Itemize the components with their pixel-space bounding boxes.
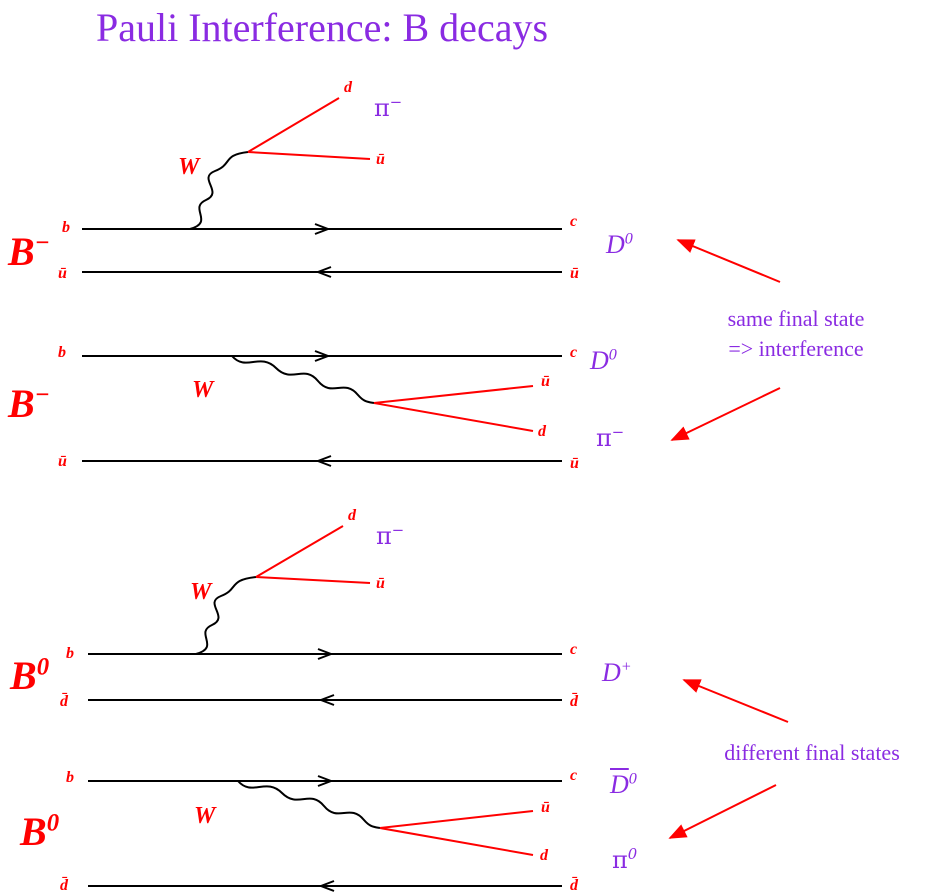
hadron-charge: + [620,658,632,676]
hadron-symbol: D [590,346,609,375]
diagram-2 [82,350,562,467]
fermion-arrow-left [318,694,335,706]
quark-label-dbar-in: d̄ [60,877,68,894]
hadron-symbol: D [606,230,625,259]
meson-label: B− [8,381,50,426]
quark-label-dbar-out: d̄ [570,877,578,894]
quark-label-c: c [570,344,578,361]
emitted-quark-label-d: d [348,507,356,524]
emitted-d-line [379,827,534,856]
fermion-arrow-right [314,223,331,235]
w-boson-label: W [178,154,200,180]
emitted-d-line [247,97,340,153]
diagram-4 [88,775,562,892]
hadron-label-d0: D0 [590,346,617,375]
diagram-3 [88,525,562,706]
hadron-label-pi-minus: π− [376,521,405,550]
pion-symbol: π [612,846,628,874]
fermion-arrow-right [314,350,331,362]
meson-symbol: B [8,381,35,426]
hadron-label-dbar0: D0 [610,770,637,799]
pointer-arrow-pi0 [668,784,777,839]
annotation-different-final-states: different final states [724,740,900,765]
pion-symbol: π [376,522,392,550]
quark-label-b: b [66,769,74,786]
hadron-charge: 0 [624,230,633,248]
pointer-arrow-dplus [682,679,789,723]
hadron-charge: 0 [628,770,637,788]
emitted-ubar-line [373,385,534,404]
hadron-symbol: D [602,658,621,687]
meson-symbol: B [10,653,37,698]
annotation-line-2: => interference [728,336,864,361]
quark-label-b: b [66,645,74,662]
emitted-quark-label-ubar: ū [376,575,385,592]
w-boson-wavy [237,780,381,829]
fermion-arrow-left [315,266,332,278]
emitted-quark-label-ubar: ū [541,373,550,390]
pion-charge: − [611,423,625,441]
meson-charge: 0 [36,653,50,681]
quark-label-ubar-out: ū [570,455,579,472]
hadron-label-dplus: D+ [602,658,632,687]
fermion-arrow-left [318,880,335,892]
hadron-label-d0: D0 [606,230,633,259]
emitted-ubar-line [255,576,371,584]
emitted-quark-label-ubar: ū [541,799,550,816]
pion-charge: 0 [627,845,638,863]
hadron-label-pi0: π0 [612,845,638,874]
fermion-arrow-left [315,455,332,467]
pion-symbol: π [374,94,390,122]
w-boson-label: W [194,803,216,829]
meson-symbol: B [8,229,35,274]
meson-label: B0 [10,653,50,698]
w-boson-label: W [190,579,212,605]
w-boson-wavy [189,151,249,230]
fermion-arrow-right [317,648,334,660]
quark-label-c: c [570,767,578,784]
fermion-arrow-right [317,775,334,787]
meson-label: B− [8,229,50,274]
w-boson-wavy [195,576,257,655]
quark-label-ubar-in: ū [58,265,67,282]
w-boson-label: W [192,377,214,403]
emitted-ubar-line [379,810,534,829]
quark-label-ubar-in: ū [58,453,67,470]
quark-label-dbar-out: d̄ [570,693,578,710]
pion-charge: − [389,93,403,111]
quark-label-c: c [570,213,578,230]
meson-symbol: B [20,809,47,854]
quark-label-b: b [58,344,66,361]
quark-label-dbar-in: d̄ [60,693,68,710]
emitted-quark-label-d: d [540,847,548,864]
pion-charge: − [391,521,405,539]
pion-symbol: π [596,424,612,452]
annotation-line-1: same final state [727,306,865,331]
emitted-d-line [373,402,534,432]
quark-label-ubar-out: ū [570,265,579,282]
meson-charge: 0 [46,809,60,837]
emitted-quark-label-d: d [538,423,546,440]
diagram-1 [82,97,562,278]
page-title: Pauli Interference: B decays [96,5,549,50]
hadron-label-pi-minus: π− [596,423,625,452]
annotation-same-final-state: same final state => interference [686,304,906,364]
w-boson-wavy [231,355,375,404]
hadron-label-pi-minus: π− [374,93,403,122]
emitted-d-line [255,525,344,578]
emitted-quark-label-ubar: ū [376,151,385,168]
hadron-symbol: D [610,770,629,799]
pointer-arrow-pi-minus [670,387,781,441]
quark-label-c: c [570,641,578,658]
emitted-quark-label-d: d [344,79,352,96]
emitted-ubar-line [247,151,371,160]
quark-label-b: b [62,219,70,236]
meson-label: B0 [20,809,60,854]
meson-charge: − [34,381,50,409]
meson-charge: − [34,229,50,257]
pointer-arrow-d0 [676,239,781,283]
hadron-charge: 0 [608,346,617,364]
